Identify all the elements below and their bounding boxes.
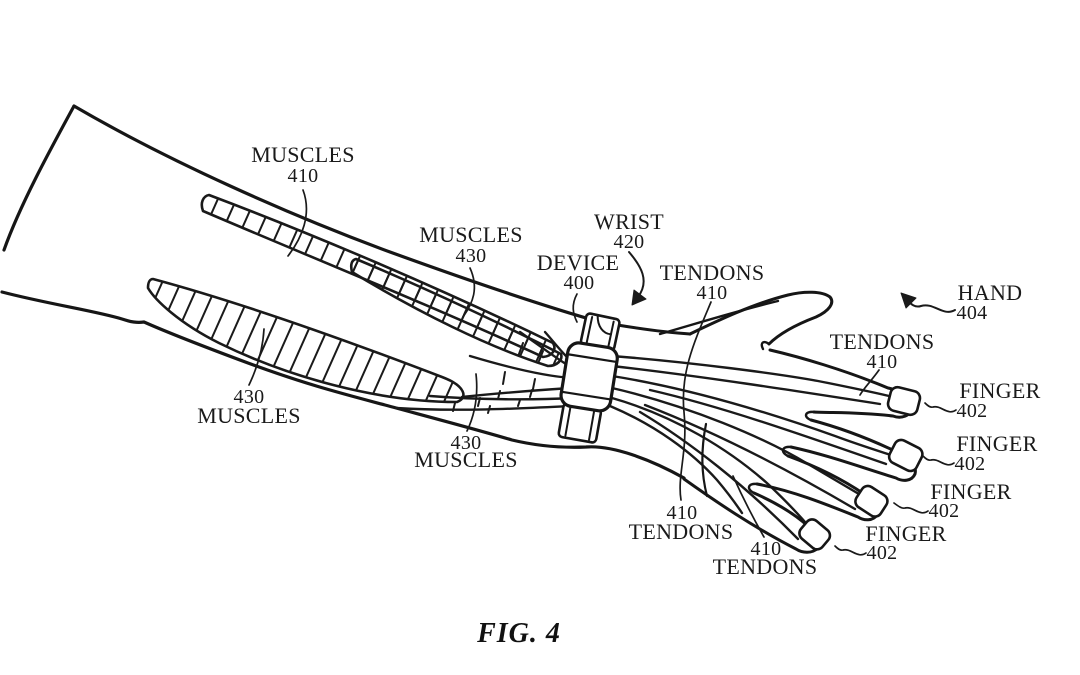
muscle-band-430-lower (146, 277, 465, 404)
leader-finger-402-c (893, 502, 929, 514)
leader-tendons-410-index (859, 369, 880, 396)
leader-muscles-430-left (248, 328, 265, 386)
watch-body (559, 341, 619, 413)
leader-finger-402-d (834, 545, 867, 556)
wrist-arrow (628, 251, 647, 306)
hand-tendon-lines (608, 354, 899, 541)
leader-finger-402-b (922, 455, 955, 466)
arm-outline (0, 104, 686, 480)
hand-arrowhead (900, 292, 917, 309)
muscle-band-430-upper (349, 257, 563, 368)
finger-2 (789, 418, 917, 482)
figure-caption: FIG. 4 (477, 618, 561, 649)
fingernails (798, 385, 924, 551)
palm-crease (701, 422, 709, 498)
fingernail-2 (887, 438, 924, 473)
leader-device-400 (572, 293, 578, 323)
wrist-arrowhead (631, 289, 647, 306)
fingernail-1 (886, 385, 922, 417)
finger-web-2 (781, 445, 793, 458)
thumb-inner-line (658, 299, 780, 336)
leader-muscles-430-lower (466, 373, 478, 432)
wrist-device (557, 312, 621, 444)
leader-finger-402-a (924, 402, 957, 413)
leader-tendons-410-palm-b (732, 475, 765, 538)
finger-web-3 (747, 482, 759, 495)
leader-tendons-410 (679, 301, 712, 501)
fingernail-3 (854, 484, 889, 518)
leader-muscles-410 (287, 189, 308, 257)
hand-arrow (900, 292, 956, 313)
leader-lines (248, 189, 957, 556)
leader-muscles-430-upper (462, 267, 476, 318)
thumb-web (760, 341, 771, 351)
fingernail-4 (798, 518, 832, 551)
finger-web-1 (804, 410, 816, 422)
